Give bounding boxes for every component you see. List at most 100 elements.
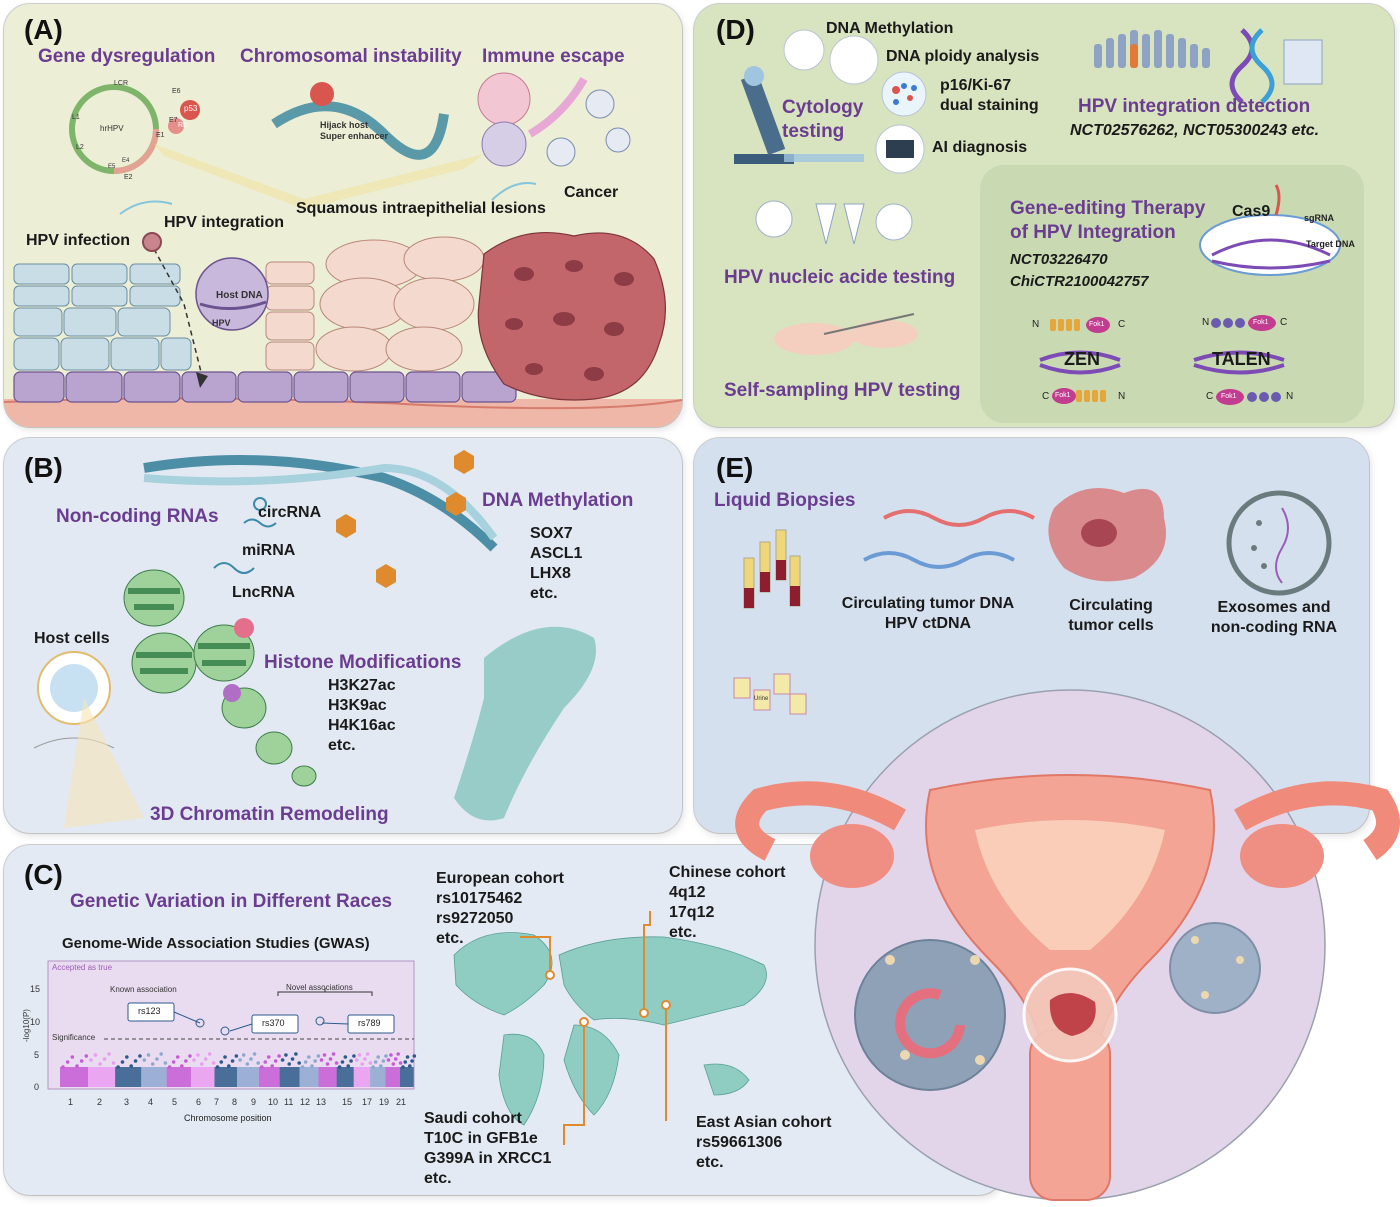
gwas-point xyxy=(270,1064,275,1068)
zen-top-n: N xyxy=(1032,319,1040,330)
gwas-point xyxy=(381,1059,386,1063)
east-asian-snp: rs59661306 xyxy=(696,1134,783,1151)
chromosome-band xyxy=(385,1067,400,1087)
gwas-point xyxy=(337,1065,342,1069)
x-tick-6: 6 xyxy=(196,1097,202,1107)
gwas-point xyxy=(303,1060,308,1064)
gwas-point xyxy=(363,1057,367,1061)
x-tick-21: 21 xyxy=(396,1097,407,1107)
gwas-point xyxy=(310,1064,314,1068)
chromosomal-instability-title: Chromosomal instability xyxy=(240,46,462,67)
zen-bottom-fok1: Fok1 xyxy=(1055,392,1071,399)
gwas-point xyxy=(245,1062,250,1066)
panel-c: (C) Genetic Variation in Different Races… xyxy=(4,845,1004,1195)
gwas-point xyxy=(93,1053,98,1057)
zen-top-c: C xyxy=(1118,319,1126,330)
e4-label: E4 xyxy=(122,158,130,164)
panel-a-art xyxy=(4,72,682,427)
gwas-point xyxy=(373,1060,378,1064)
european-cohort: European cohort rs10175462 rs9272050 etc… xyxy=(436,869,564,949)
gwas-point xyxy=(384,1054,388,1058)
gwas-point xyxy=(184,1059,188,1063)
exo-line-2: non-coding RNA xyxy=(1210,619,1338,636)
gwas-point xyxy=(396,1052,400,1056)
trial-chictr2100042757: ChiCTR2100042757 xyxy=(1010,273,1149,290)
gwas-point xyxy=(138,1054,142,1058)
gwas-point xyxy=(203,1057,208,1061)
gwas-point xyxy=(125,1055,129,1059)
panel-d-letter: (D) xyxy=(716,14,755,45)
gwas-point xyxy=(379,1064,383,1068)
liquid-biopsies-title: Liquid Biopsies xyxy=(714,490,856,511)
gwas-point xyxy=(84,1054,89,1058)
x-tick-5: 5 xyxy=(172,1097,178,1107)
gene-editing-art xyxy=(1039,184,1341,405)
talen-label: TALEN xyxy=(1212,349,1271,369)
gwas-point xyxy=(391,1062,396,1066)
gwas-point xyxy=(249,1057,253,1061)
talen-bottom-n: N xyxy=(1286,391,1294,402)
x-tick-19: 19 xyxy=(379,1097,390,1107)
panel-e-letter: (E) xyxy=(716,452,754,483)
ncrna-title: Non-coding RNAs xyxy=(56,506,219,527)
immune-escape-title: Immune escape xyxy=(482,46,625,67)
x-tick-3: 3 xyxy=(124,1097,130,1107)
hrhpv-label: hrHPV xyxy=(100,124,124,133)
gwas-point xyxy=(412,1054,417,1058)
chromosome-band xyxy=(214,1067,238,1087)
chromosome-band xyxy=(299,1067,319,1087)
gwas-point xyxy=(313,1059,317,1063)
talen-top-c: C xyxy=(1280,317,1288,328)
gwas-point xyxy=(159,1052,163,1056)
panel-c-letter: (C) xyxy=(24,859,63,890)
gwas-point xyxy=(297,1061,301,1065)
gwas-point xyxy=(146,1053,151,1057)
chromosome-band xyxy=(318,1067,337,1087)
panel-d-art xyxy=(734,28,1323,355)
chinese-cohort: Chinese cohort 4q12 17q12 etc. xyxy=(669,863,785,943)
accepted-label: Accepted as true xyxy=(52,963,113,972)
x-tick-11: 11 xyxy=(284,1097,294,1107)
zen-label: ZEN xyxy=(1064,349,1100,369)
gwas-point xyxy=(171,1060,176,1064)
ytick-15: 15 xyxy=(30,984,41,994)
gene-etc: etc. xyxy=(530,585,558,602)
gwas-point xyxy=(188,1054,192,1058)
dna-methylation-method: DNA Methylation xyxy=(826,20,954,37)
gwas-point xyxy=(98,1062,102,1066)
gwas-point xyxy=(376,1055,381,1059)
lncrna-label: LncRNA xyxy=(232,584,296,601)
gene-lhx8: LHX8 xyxy=(530,565,571,582)
ctdna-line-1: Circulating tumor DNA xyxy=(841,595,1015,612)
hpv-integration-label: HPV integration xyxy=(164,214,285,231)
european-title: European cohort xyxy=(436,870,565,887)
e2-label: E2 xyxy=(124,174,133,181)
gwas-point xyxy=(357,1053,362,1057)
gene-editing-line-2: of HPV Integration xyxy=(1010,222,1176,243)
gwas-point xyxy=(70,1055,75,1059)
l1-label: L1 xyxy=(72,114,80,121)
gwas-point xyxy=(230,1059,235,1063)
gwas-point xyxy=(322,1053,327,1057)
gwas-point xyxy=(238,1058,242,1062)
novel-associations-label: Novel associations xyxy=(286,983,353,992)
mark-etc: etc. xyxy=(328,737,356,754)
gene-editing-title: Gene-editing Therapy of HPV Integration xyxy=(1010,197,1205,245)
cancer-label: Cancer xyxy=(564,184,619,201)
gwas-point xyxy=(316,1054,321,1058)
ctc-line-2: tumor cells xyxy=(1068,617,1154,634)
gwas-point xyxy=(116,1065,120,1069)
chromosome-band xyxy=(141,1067,167,1087)
known-association-label: Known association xyxy=(110,985,177,994)
panel-a-letter: (A) xyxy=(24,14,63,45)
talen-bottom-fok1: Fok1 xyxy=(1221,393,1237,400)
gwas-point xyxy=(79,1059,84,1063)
east-asian-etc: etc. xyxy=(696,1154,724,1171)
gwas-point xyxy=(260,1065,264,1069)
l2-label: L2 xyxy=(76,144,84,151)
gwas-point xyxy=(280,1058,285,1062)
gwas-point xyxy=(386,1058,391,1062)
gwas-point xyxy=(403,1060,408,1064)
lcr-label: LCR xyxy=(114,80,129,87)
ytick-10: 10 xyxy=(30,1017,41,1027)
